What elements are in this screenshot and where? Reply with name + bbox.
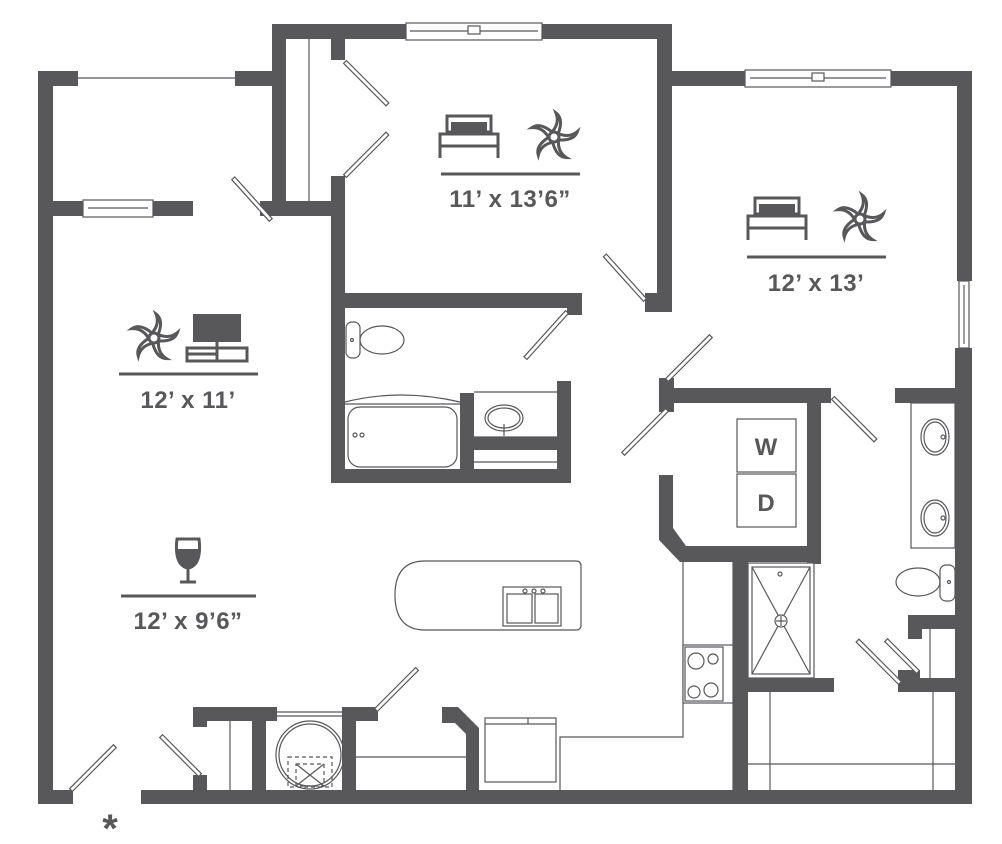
door-master-closet	[855, 638, 903, 686]
room-dimensions: 12’ x 13’	[768, 270, 865, 297]
door-master-bath	[830, 395, 878, 443]
bathtub-bath-2	[344, 394, 461, 468]
room-label-living-room: 12’ x 11’	[119, 309, 258, 414]
window-bedroom-1-side	[958, 280, 970, 349]
door-coat-closet	[158, 733, 203, 778]
room-label-dining-room: 12’ x 9’6”	[121, 537, 256, 635]
window-bedroom-1	[744, 69, 892, 88]
kitchen-island	[394, 560, 582, 631]
toilet-bath-2	[345, 321, 405, 359]
washer	[736, 418, 797, 473]
window-bedroom-2	[405, 22, 543, 41]
dryer	[736, 473, 797, 528]
vanity-bath-2	[474, 391, 557, 463]
door-entry	[68, 743, 118, 793]
footnote-asterisk: *	[102, 807, 118, 844]
door-bedroom-1	[664, 333, 714, 383]
door-bedroom-2	[602, 253, 648, 303]
room-dimensions: 12’ x 11’	[140, 387, 235, 414]
bed-icon	[438, 114, 500, 158]
bed-icon	[746, 196, 808, 240]
toilet-master-bath	[895, 564, 956, 602]
door-patio	[230, 176, 274, 223]
room-label-bedroom-1: 12’ x 13’	[746, 190, 887, 297]
door-laundry	[620, 407, 670, 457]
door-closet-upper	[342, 59, 390, 107]
vanity-master-bath	[910, 402, 956, 549]
windows	[78, 22, 970, 717]
ceiling-fan-icon	[832, 190, 887, 243]
window-patio	[82, 199, 154, 218]
tv-console-icon	[185, 314, 249, 363]
doors	[68, 59, 921, 793]
closet-shelves-master	[748, 692, 955, 790]
washer-label: W	[755, 434, 778, 461]
door-bath-2	[523, 309, 570, 361]
ceiling-fan-icon	[526, 108, 581, 161]
shower	[747, 562, 815, 679]
door-pantry	[373, 666, 420, 713]
water-heater	[275, 720, 345, 790]
room-label-bedroom-2: 11’ x 13’6”	[438, 108, 581, 213]
walls	[38, 24, 972, 804]
ceiling-fan-icon	[126, 309, 181, 362]
dryer-label: D	[757, 490, 774, 517]
door-closet-lower	[342, 131, 390, 179]
range-cooktop	[682, 644, 734, 704]
refrigerator	[484, 717, 557, 783]
wine-glass-icon	[174, 537, 202, 584]
fixtures	[229, 39, 956, 790]
washer-dryer	[736, 418, 797, 528]
door-wc	[883, 637, 921, 675]
room-dimensions: 11’ x 13’6”	[449, 186, 571, 213]
room-dimensions: 12’ x 9’6”	[133, 608, 242, 635]
